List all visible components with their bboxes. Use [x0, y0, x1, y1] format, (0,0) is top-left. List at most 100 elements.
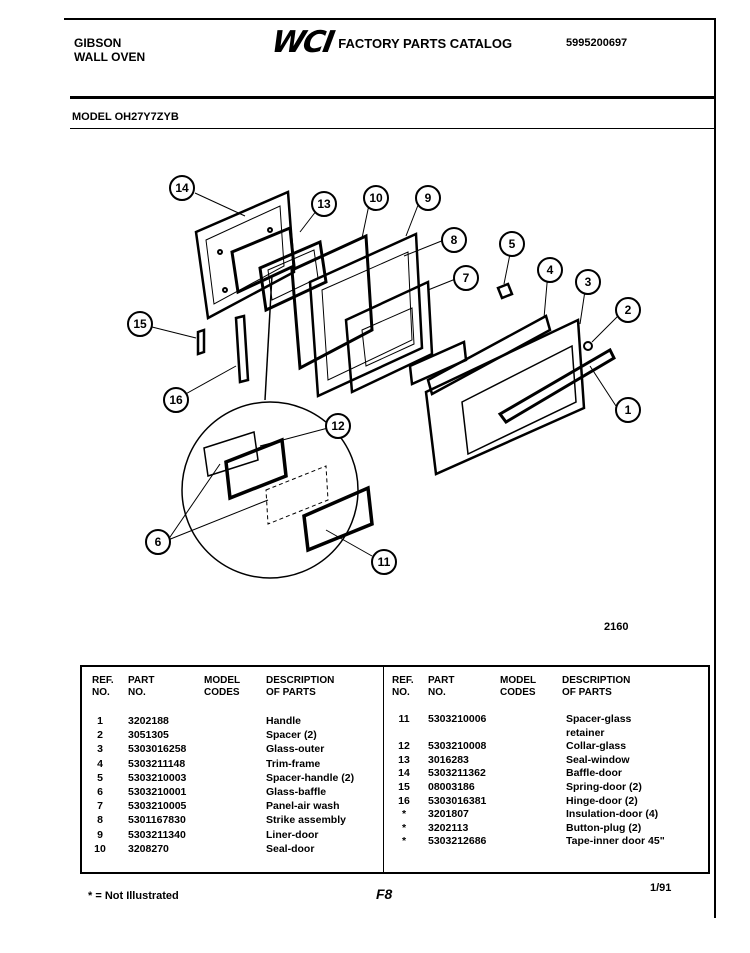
footnote: * = Not Illustrated [88, 890, 179, 902]
svg-text:3: 3 [585, 275, 592, 289]
page-code: F8 [376, 886, 393, 902]
svg-text:9: 9 [425, 191, 432, 205]
brand-name: GIBSON [74, 36, 122, 50]
part-spring-door [196, 328, 206, 356]
parts-table: REF. NO. PART NO. MODEL CODES DESCRIPTIO… [80, 665, 710, 874]
table-cell-part: 5301167830 [128, 814, 186, 827]
table-cell-desc: Collar-glass [566, 740, 627, 753]
svg-text:15: 15 [133, 317, 147, 331]
table-cell-ref: * [401, 808, 407, 821]
svg-text:7: 7 [463, 271, 470, 285]
table-cell-part: 3202113 [428, 821, 469, 834]
table-cell-ref: 10 [94, 842, 106, 855]
svg-text:14: 14 [175, 181, 189, 195]
table-cell-desc: Spacer-glass [566, 713, 632, 725]
callout-9: 9 [415, 185, 441, 211]
part-handle [497, 347, 616, 424]
table-cell-ref: 4 [97, 757, 103, 770]
table-cell-desc: retainer [566, 726, 605, 739]
svg-text:5: 5 [509, 237, 516, 251]
table-cell-ref: * [401, 821, 407, 834]
table-divider [383, 667, 384, 872]
table-cell-ref: 5 [97, 771, 103, 784]
svg-text:10: 10 [369, 191, 383, 205]
callout-5: 5 [499, 231, 525, 257]
callout-7: 7 [453, 265, 479, 291]
header-desc-right: DESCRIPTION OF PARTS [562, 675, 631, 698]
callout-15: 15 [127, 311, 153, 337]
table-cell-desc: Handle [266, 715, 302, 727]
table-cell-ref: 3 [97, 743, 103, 756]
revision-date: 1/91 [650, 882, 672, 894]
table-cell-ref: 14 [398, 767, 410, 780]
svg-text:8: 8 [451, 233, 458, 247]
header-part-right: PART NO. [428, 675, 455, 698]
table-cell-ref: 13 [398, 753, 410, 766]
table-cell-desc: Baffle-door [566, 767, 622, 780]
figure-number: 2160 [604, 621, 629, 633]
header-part-left: PART NO. [128, 675, 155, 698]
exploded-door-diagram: 14 13 10 9 8 7 5 4 3 2 1 15 16 12 6 11 [127, 175, 641, 579]
catalog-number: 5995200697 [566, 37, 628, 49]
wci-logo: WCI [269, 25, 336, 60]
table-cell-desc: Liner-door [266, 828, 319, 841]
table-cell-desc: Hinge-door (2) [566, 794, 638, 807]
table-cell-desc: Button-plug (2) [566, 821, 642, 834]
table-cell-desc: Seal-door [266, 842, 315, 855]
table-cell-part: 5303211340 [128, 828, 186, 841]
table-cell-desc: Panel-air wash [266, 800, 340, 813]
table-cell-part: 3202188 [128, 715, 169, 727]
model-rule [70, 128, 714, 129]
callout-4: 4 [537, 257, 563, 283]
table-cell-ref: 9 [97, 828, 103, 841]
svg-text:13: 13 [317, 197, 331, 211]
part-glass-outer [424, 318, 586, 476]
svg-text:2: 2 [625, 303, 632, 317]
callout-labels: 14 13 10 9 8 7 5 4 3 2 1 15 16 12 6 11 [127, 175, 641, 575]
table-cell-ref: * [401, 835, 407, 848]
table-cell-part: 5303211148 [128, 757, 186, 770]
header-ref-left: REF. NO. [92, 675, 114, 698]
detail-magnifier [181, 401, 359, 579]
table-cell-desc: Strike assembly [266, 814, 346, 827]
table-cell-part: 3016283 [428, 753, 469, 766]
part-panel-air-wash [344, 280, 434, 394]
table-cell-ref: 12 [398, 740, 410, 753]
table-cell-part: 5303211362 [428, 767, 486, 780]
callout-12: 12 [325, 413, 351, 439]
table-cell-ref: 8 [97, 814, 103, 827]
table-cell-desc: Trim-frame [266, 757, 321, 770]
table-cell-part: 5303210005 [128, 800, 187, 813]
table-cell-desc: Insulation-door (4) [566, 808, 659, 821]
svg-text:4: 4 [547, 263, 554, 277]
table-cell-ref: 15 [398, 781, 410, 793]
table-cell-part: 5303210001 [128, 786, 187, 798]
table-cell-part: 3201807 [428, 808, 469, 821]
table-cell-part: 3208270 [128, 842, 169, 855]
callout-11: 11 [371, 549, 397, 575]
model-label: MODEL OH27Y7ZYB [72, 111, 179, 123]
callout-10: 10 [363, 185, 389, 211]
callout-6: 6 [145, 529, 171, 555]
table-cell-part: 5303210003 [128, 771, 187, 784]
table-cell-desc: Glass-outer [266, 743, 325, 756]
part-seal-window [230, 225, 296, 295]
table-cell-desc: Spacer-handle (2) [266, 771, 355, 784]
callout-1: 1 [615, 397, 641, 423]
table-cell-ref: 11 [398, 713, 410, 725]
table-cell-desc: Spacer (2) [266, 729, 317, 742]
table-cell-ref: 1 [97, 715, 103, 727]
part-seal-door [290, 233, 374, 371]
header-rule [70, 96, 714, 99]
part-hinge-door [234, 314, 250, 384]
table-cell-desc: Glass-baffle [266, 786, 327, 798]
callout-2: 2 [615, 297, 641, 323]
table-cell-ref: 7 [97, 800, 103, 813]
table-cell-part: 5303212686 [428, 835, 487, 848]
page-frame [64, 18, 716, 918]
header-desc-left: DESCRIPTION OF PARTS [266, 675, 335, 698]
svg-text:11: 11 [378, 555, 391, 569]
table-cell-desc: Spring-door (2) [566, 781, 642, 793]
table-cell-part: 5303210008 [428, 740, 487, 753]
table-cell-desc: Tape-inner door 45" [566, 835, 665, 848]
